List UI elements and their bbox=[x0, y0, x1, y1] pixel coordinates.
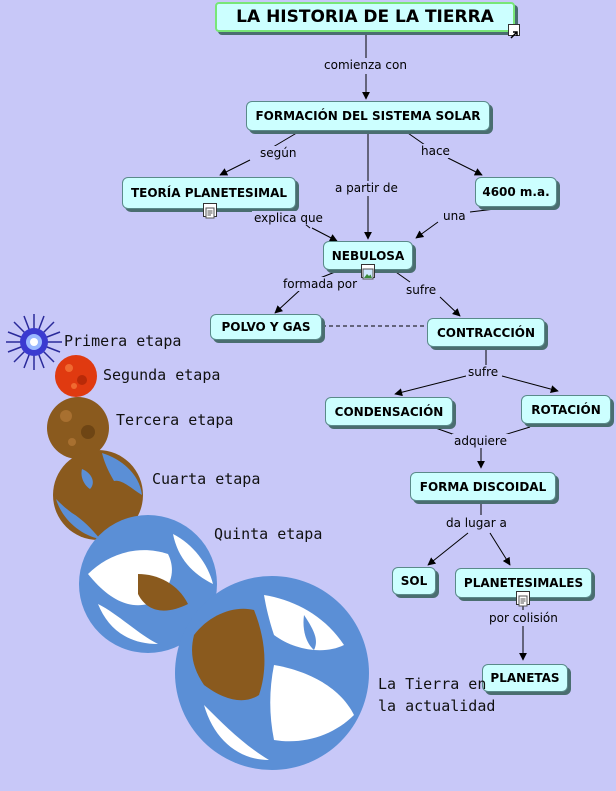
concept-4600[interactable]: 4600 m.a. bbox=[475, 177, 557, 207]
stage-3-planet bbox=[47, 397, 109, 459]
link-label-una: una bbox=[441, 209, 468, 223]
stage-5-label: Quinta etapa bbox=[214, 525, 323, 543]
concept-formacion[interactable]: FORMACIÓN DEL SISTEMA SOLAR bbox=[246, 101, 490, 131]
link-label-a-partir-de: a partir de bbox=[333, 181, 400, 195]
stage-4-label: Cuarta etapa bbox=[152, 470, 261, 488]
stage-1-label: Primera etapa bbox=[64, 332, 182, 350]
concept-planetas[interactable]: PLANETAS bbox=[482, 664, 568, 692]
concept-title[interactable]: LA HISTORIA DE LA TIERRA bbox=[215, 2, 515, 32]
current-earth-label-2: la actualidad bbox=[378, 697, 496, 715]
stage-2-label: Segunda etapa bbox=[103, 366, 221, 384]
link-label-adquiere: adquiere bbox=[452, 434, 509, 448]
link-label-por-colision: por colisión bbox=[487, 611, 560, 625]
current-earth bbox=[175, 576, 369, 770]
link-label-hace: hace bbox=[419, 144, 452, 158]
link-label-comienza-con: comienza con bbox=[322, 58, 409, 72]
link-label-sufre-2: sufre bbox=[466, 365, 501, 379]
external-link-icon[interactable] bbox=[508, 24, 520, 39]
concept-discoidal[interactable]: FORMA DISCOIDAL bbox=[410, 472, 556, 501]
concept-teoria[interactable]: TEORÍA PLANETESIMAL bbox=[122, 177, 296, 209]
stage-4-planet bbox=[53, 450, 143, 540]
concept-rotacion[interactable]: ROTACIÓN bbox=[521, 395, 611, 424]
concept-condensacion[interactable]: CONDENSACIÓN bbox=[325, 397, 453, 426]
link-label-formada-por: formada por bbox=[281, 277, 360, 291]
document-icon[interactable] bbox=[516, 591, 530, 607]
link-label-segun: según bbox=[258, 146, 299, 160]
image-icon[interactable] bbox=[361, 264, 375, 280]
document-icon[interactable] bbox=[203, 203, 217, 219]
link-label-explica-que: explica que bbox=[252, 211, 325, 225]
concept-polvo[interactable]: POLVO Y GAS bbox=[210, 314, 322, 340]
stage-5-planet bbox=[79, 515, 217, 653]
concept-sol[interactable]: SOL bbox=[392, 567, 436, 595]
stage-2-planet bbox=[55, 355, 97, 397]
stage-1-nebula bbox=[6, 314, 62, 370]
link-label-sufre-1: sufre bbox=[404, 283, 439, 297]
current-earth-label-1: La Tierra en bbox=[378, 675, 487, 693]
stage-3-label: Tercera etapa bbox=[116, 411, 234, 429]
link-label-da-lugar-a: da lugar a bbox=[444, 516, 509, 530]
concept-contraccion[interactable]: CONTRACCIÓN bbox=[427, 318, 545, 347]
